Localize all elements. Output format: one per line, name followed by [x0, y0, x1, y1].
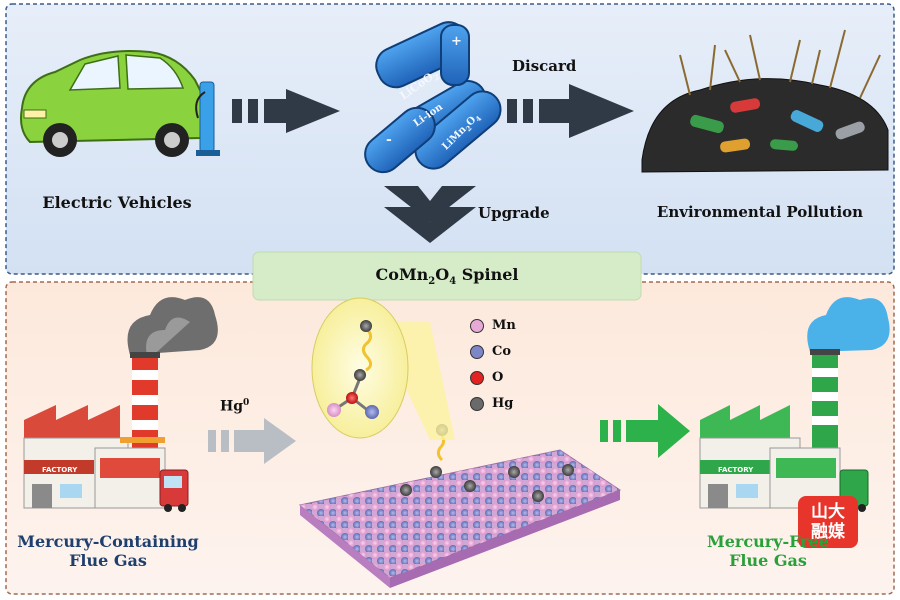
battery-plus-sign: +	[451, 34, 462, 49]
arrow-flue-gas-out	[600, 404, 690, 458]
arrow-battery-to-pollution	[507, 84, 634, 138]
hg-adsorption-molecule	[327, 320, 379, 419]
arrow-ev-to-battery	[232, 89, 340, 133]
clean-factory-icon	[699, 297, 890, 512]
spinel-banner-title: CoMn2O4 Spinel	[375, 265, 519, 288]
legend-label: Mn	[492, 318, 516, 333]
legend-item-mn: Mn	[470, 318, 516, 333]
legend-label: O	[492, 370, 504, 385]
legend-swatch	[470, 396, 484, 411]
legend-item-co: Co	[470, 344, 511, 359]
watermark-stamp	[798, 496, 858, 548]
left-flue-gas-label: Mercury-Containing Flue Gas	[17, 532, 199, 570]
electric-car-icon	[20, 50, 220, 157]
hg0-label: Hg0	[220, 398, 250, 415]
right-flue-gas-label: Mercury-Free Flue Gas	[707, 532, 829, 570]
legend-item-o: O	[470, 370, 503, 385]
legend-swatch	[470, 344, 484, 359]
upgrade-label: Upgrade	[478, 204, 550, 222]
polluted-soil-icon	[641, 29, 889, 173]
ev-label: Electric Vehicles	[42, 193, 192, 212]
legend-label: Co	[492, 344, 512, 359]
legend-swatch	[470, 370, 484, 385]
factory-sign-left: FACTORY	[42, 466, 78, 474]
arrow-flue-gas-in	[208, 418, 296, 464]
battery-cluster-icon	[364, 21, 502, 174]
upgrade-chevron-icon	[384, 186, 476, 243]
spinel-banner	[252, 251, 642, 301]
pollution-label: Environmental Pollution	[656, 203, 864, 221]
legend-item-hg: Hg	[470, 396, 513, 411]
zoom-cone	[311, 297, 455, 440]
adsorbed-hg-atoms	[400, 424, 574, 502]
legend-swatch	[470, 318, 484, 333]
polluting-factory-icon	[23, 297, 218, 512]
legend-label: Hg	[492, 396, 514, 411]
battery-minus-sign: -	[386, 132, 392, 148]
discard-label: Discard	[512, 57, 577, 75]
factory-sign-right: FACTORY	[718, 466, 754, 474]
watermark-text: 山大融媒	[811, 502, 845, 542]
spinel-catalyst-surface	[298, 449, 622, 588]
